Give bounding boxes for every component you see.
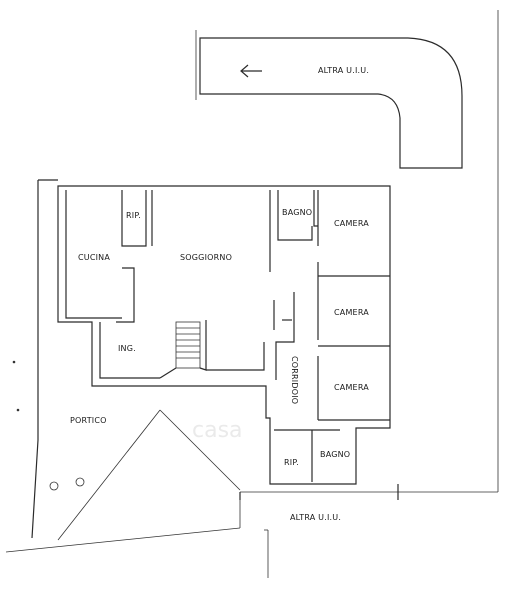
label-bagno-top: BAGNO [282, 208, 313, 217]
portico-inner-line [57, 409, 241, 541]
apartment-outer-wall [57, 185, 391, 485]
label-altra-uiu-bottom: ALTRA U.I.U. [290, 513, 342, 522]
label-altra-uiu-top: ALTRA U.I.U. [318, 66, 370, 75]
altra-uiu-top-outline [199, 37, 463, 169]
marker-dot [16, 408, 20, 412]
watermark-text: casa [192, 418, 243, 443]
property-boundary [5, 10, 499, 578]
altra-uiu-bottom-outline [239, 484, 399, 500]
label-soggiorno: SOGGIORNO [180, 253, 233, 262]
label-camera-1: CAMERA [334, 219, 369, 228]
arrow-left-icon [240, 64, 262, 78]
plant-circle [75, 477, 85, 487]
label-rip-bottom: RIP. [284, 458, 299, 467]
label-corridoio: CORRIDOIO [290, 356, 299, 405]
label-ing: ING. [118, 344, 136, 353]
staircase [159, 320, 207, 379]
label-portico: PORTICO [70, 416, 107, 425]
label-cucina: CUCINA [78, 253, 111, 262]
plant-circle [49, 481, 59, 491]
label-bagno-bottom: BAGNO [320, 450, 351, 459]
label-camera-2: CAMERA [334, 308, 369, 317]
label-rip-top: RIP. [126, 211, 141, 220]
label-camera-3: CAMERA [334, 383, 369, 392]
portico-outline [31, 179, 58, 539]
marker-dot [12, 360, 16, 364]
interior-walls [65, 190, 390, 482]
